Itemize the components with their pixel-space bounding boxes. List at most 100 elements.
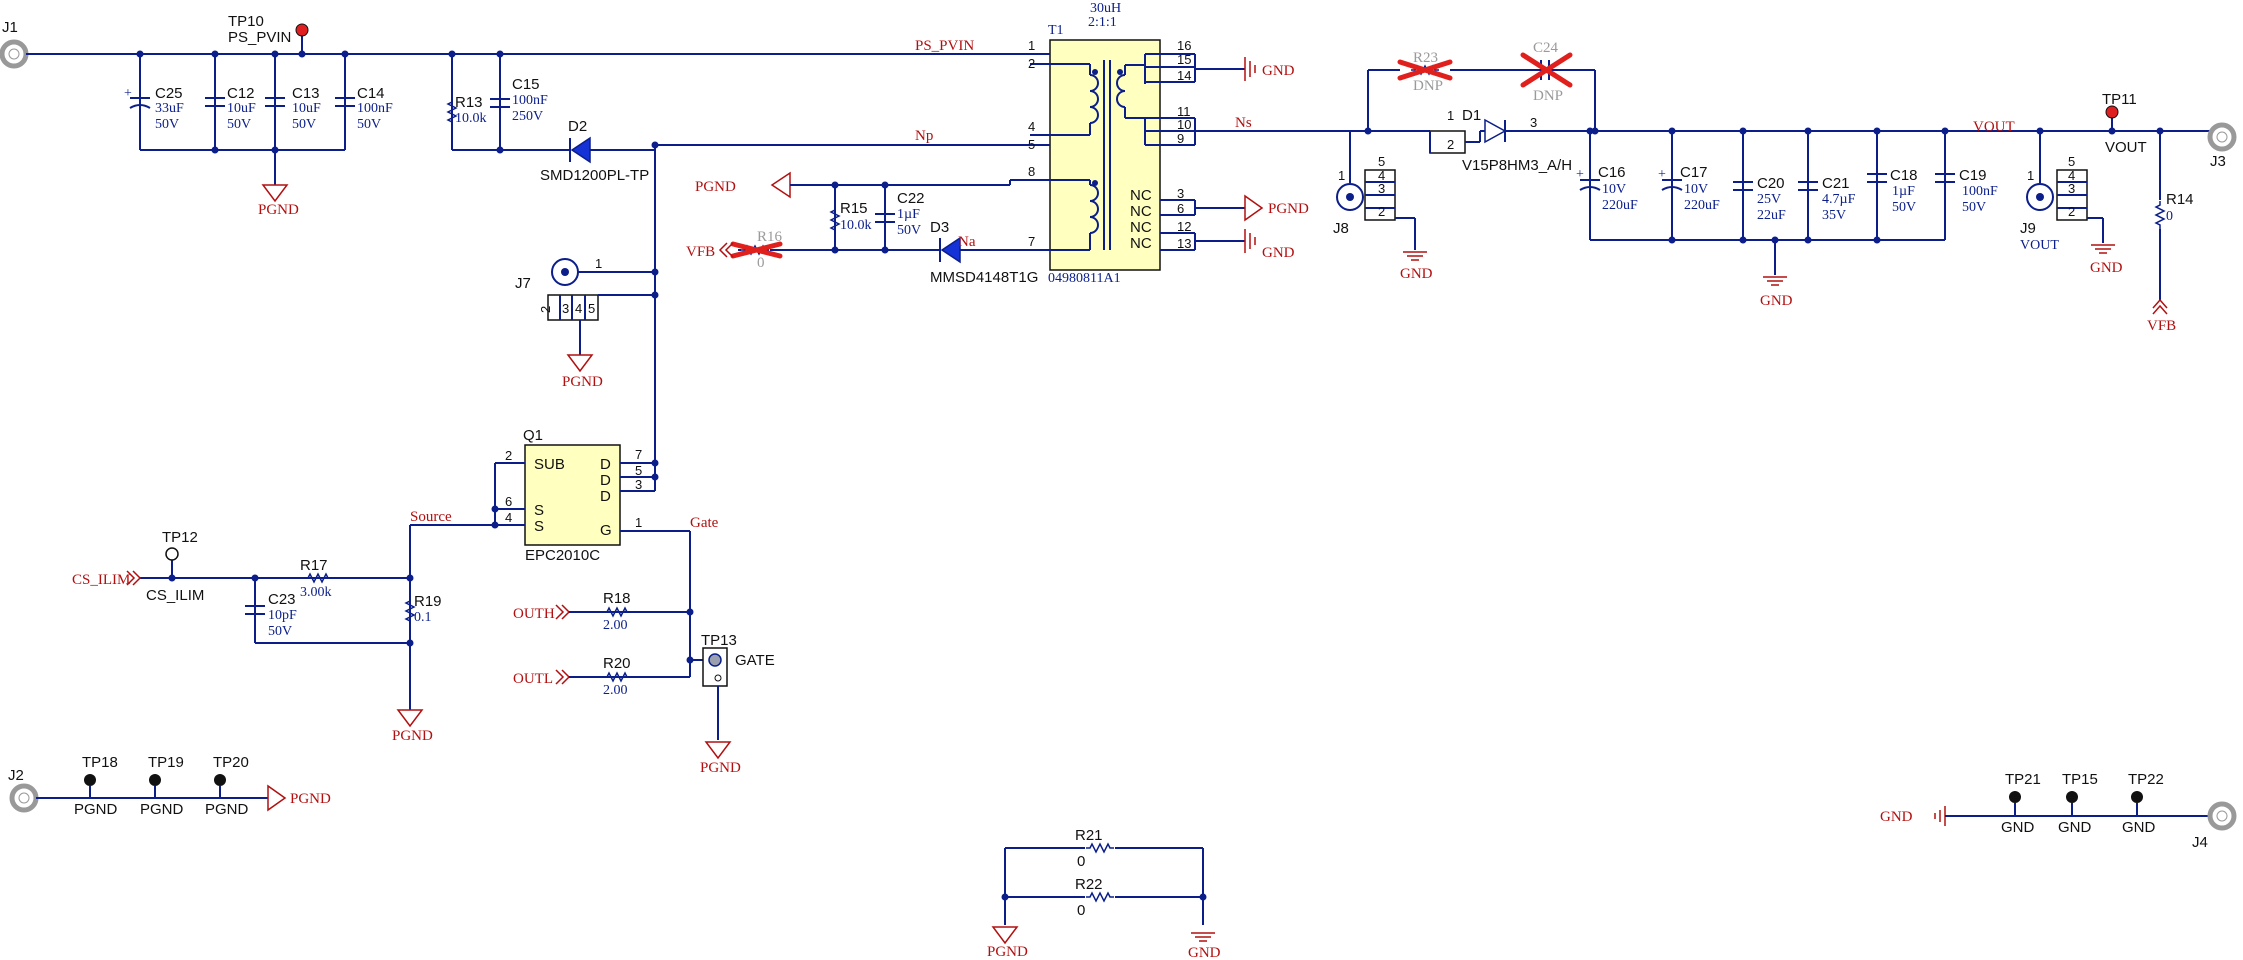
svg-text:S: S [534, 518, 544, 535]
svg-text:PS_PVIN: PS_PVIN [228, 29, 291, 46]
svg-text:50V: 50V [155, 117, 179, 132]
svg-text:Gate: Gate [690, 515, 719, 531]
c19-capacitor: C19 100nF 50V [1935, 167, 1998, 215]
svg-text:35V: 35V [1822, 208, 1846, 223]
svg-text:10V: 10V [1684, 182, 1708, 197]
svg-text:5: 5 [1378, 154, 1385, 169]
svg-text:3: 3 [635, 477, 642, 492]
svg-text:50V: 50V [1892, 200, 1916, 215]
svg-text:100nF: 100nF [512, 93, 548, 108]
connector-j9: 1 J9 VOUT 5 4 3 2 GND [2020, 127, 2123, 276]
svg-text:GND: GND [1400, 266, 1433, 282]
svg-text:R16: R16 [757, 229, 783, 245]
svg-text:GND: GND [1760, 293, 1793, 309]
svg-text:4: 4 [1378, 168, 1385, 183]
outh-label: OUTH [513, 604, 571, 622]
svg-text:50V: 50V [227, 117, 251, 132]
svg-text:D2: D2 [568, 118, 587, 135]
svg-text:C13: C13 [292, 85, 320, 102]
svg-text:3: 3 [2068, 181, 2075, 196]
svg-text:2: 2 [1378, 204, 1385, 219]
svg-text:R23: R23 [1413, 50, 1438, 66]
svg-text:4: 4 [575, 301, 582, 316]
pgnd-symbol: PGND [700, 741, 741, 776]
svg-text:TP22: TP22 [2128, 771, 2164, 788]
svg-text:6: 6 [1177, 201, 1184, 216]
svg-text:50V: 50V [268, 624, 292, 639]
svg-text:GND: GND [2090, 260, 2123, 276]
q1-gan-fet: Q1 EPC2010C SUB S S D D D G 2 6 4 7 5 3 … [491, 427, 690, 564]
svg-text:GND: GND [2001, 819, 2035, 836]
svg-text:2.00: 2.00 [603, 683, 628, 698]
svg-text:220uF: 220uF [1602, 198, 1638, 213]
svg-text:PGND: PGND [392, 728, 433, 744]
tp20-testpoint: TP20 PGND [205, 754, 249, 818]
svg-text:PGND: PGND [290, 791, 331, 807]
svg-text:GATE: GATE [735, 652, 775, 669]
svg-text:PGND: PGND [695, 179, 736, 195]
svg-text:16: 16 [1177, 38, 1191, 53]
svg-text:Np: Np [915, 128, 933, 144]
svg-text:04980811A1: 04980811A1 [1048, 271, 1121, 286]
r19-resistor: R19 0.1 [405, 593, 442, 626]
svg-text:4: 4 [2068, 168, 2075, 183]
svg-text:NC: NC [1130, 187, 1152, 204]
svg-text:SUB: SUB [534, 456, 565, 473]
svg-text:C22: C22 [897, 190, 925, 207]
c13-capacitor: C13 10uF 50V [264, 85, 321, 132]
t1-transformer: T1 30uH 2:1:1 04980811A1 1 2 4 5 8 7 16 … [1010, 1, 1196, 286]
svg-text:Q1: Q1 [523, 427, 543, 444]
svg-text:PGND: PGND [987, 944, 1028, 960]
svg-text:2: 2 [538, 306, 553, 313]
svg-text:50V: 50V [897, 223, 921, 238]
connector-j3: J3 [2210, 125, 2234, 170]
pgnd-symbol: PGND [987, 926, 1028, 960]
tp11-testpoint: TP11 VOUT [2102, 91, 2147, 156]
svg-text:PGND: PGND [74, 801, 118, 818]
svg-text:50V: 50V [357, 117, 381, 132]
svg-text:J3: J3 [2210, 153, 2226, 170]
svg-text:0: 0 [2166, 209, 2173, 224]
connector-j8: 1 J8 5 4 3 2 GND [1333, 131, 1433, 282]
svg-text:TP19: TP19 [148, 754, 184, 771]
svg-text:C12: C12 [227, 85, 255, 102]
gnd-symbol: GND [1880, 806, 1946, 826]
connector-j1: J1 [2, 19, 26, 66]
svg-text:C21: C21 [1822, 175, 1850, 192]
svg-text:J8: J8 [1333, 220, 1349, 237]
svg-text:C17: C17 [1680, 164, 1708, 181]
svg-text:J2: J2 [8, 767, 24, 784]
svg-text:S: S [534, 502, 544, 519]
svg-text:T1: T1 [1048, 23, 1064, 38]
svg-text:C23: C23 [268, 591, 296, 608]
c21-capacitor: C21 4.7µF 35V [1798, 175, 1856, 223]
svg-text:DNP: DNP [1413, 78, 1443, 94]
outl-label: OUTL [513, 669, 571, 687]
tp15-testpoint: TP15 GND [2058, 771, 2098, 836]
r15-resistor: R15 10.0k [830, 200, 872, 235]
svg-text:R13: R13 [455, 94, 483, 111]
svg-text:10.0k: 10.0k [455, 111, 487, 126]
svg-text:2:1:1: 2:1:1 [1088, 15, 1117, 30]
c24-capacitor-dnp: C24 DNP [1520, 40, 1573, 104]
svg-text:R22: R22 [1075, 876, 1103, 893]
svg-text:100nF: 100nF [1962, 184, 1998, 199]
svg-text:TP10: TP10 [228, 13, 264, 30]
svg-text:C15: C15 [512, 76, 540, 93]
c15-capacitor: C15 100nF 250V [489, 76, 548, 124]
r22-resistor: R22 0 [1075, 876, 1115, 919]
r20-resistor: R20 2.00 [602, 655, 632, 698]
svg-text:TP21: TP21 [2005, 771, 2041, 788]
pgnd-symbol: PGND [392, 709, 433, 744]
svg-text:15: 15 [1177, 52, 1191, 67]
gnd-symbol: GND [1244, 229, 1295, 261]
vfb-label: VFB [686, 242, 734, 260]
svg-text:0: 0 [1077, 902, 1085, 919]
pgnd-symbol: PGND [695, 171, 791, 199]
svg-text:2: 2 [2068, 204, 2075, 219]
svg-text:+: + [1576, 167, 1584, 182]
c22-capacitor: C22 1µF 50V [874, 190, 925, 238]
pgnd-symbol: PGND [1244, 194, 1309, 222]
tp13-testpoint: TP13 GATE [701, 632, 775, 740]
svg-text:10V: 10V [1602, 182, 1626, 197]
